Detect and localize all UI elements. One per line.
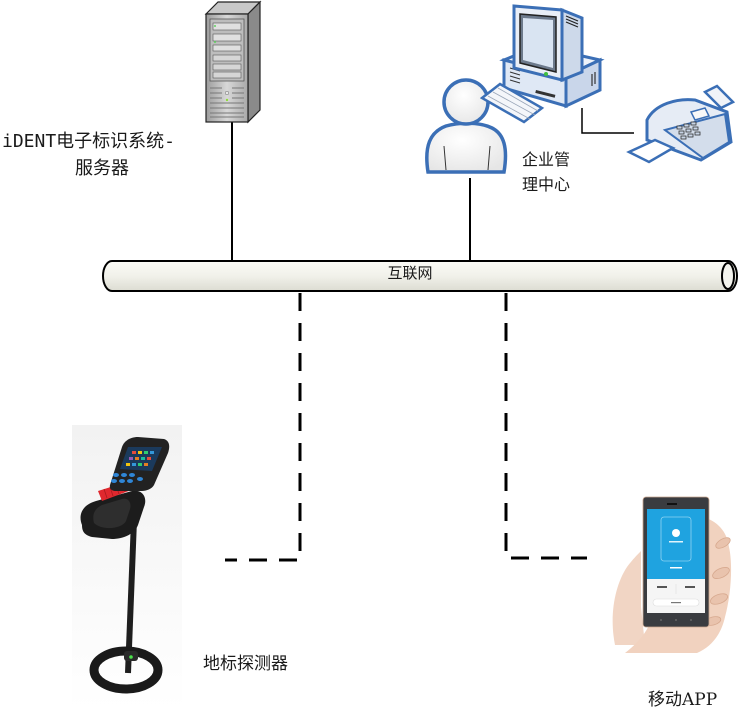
server-label-line2: 服务器 (75, 158, 129, 179)
user-icon (425, 78, 508, 174)
handheld-detector-icon (72, 425, 182, 710)
detector-link-dashed-line (225, 293, 302, 562)
detector-label: 地标探测器 (203, 654, 288, 674)
mobile-link-dashed-line (504, 293, 587, 560)
computer-fax-link-line (581, 108, 634, 134)
management-label-line1: 企业管 (522, 150, 571, 169)
mobile-label: 移动APP (648, 690, 718, 710)
smartphone-in-hand-icon (612, 496, 732, 653)
network-bus-pipe (102, 260, 738, 292)
server-label-line1: iDENT电子标识系统- (2, 131, 176, 152)
management-label-line2: 理中心 (522, 175, 571, 194)
network-label: 互联网 (387, 264, 433, 282)
server-tower-icon (204, 0, 262, 124)
fax-machine-icon (626, 84, 736, 164)
desktop-computer-icon (480, 4, 605, 124)
